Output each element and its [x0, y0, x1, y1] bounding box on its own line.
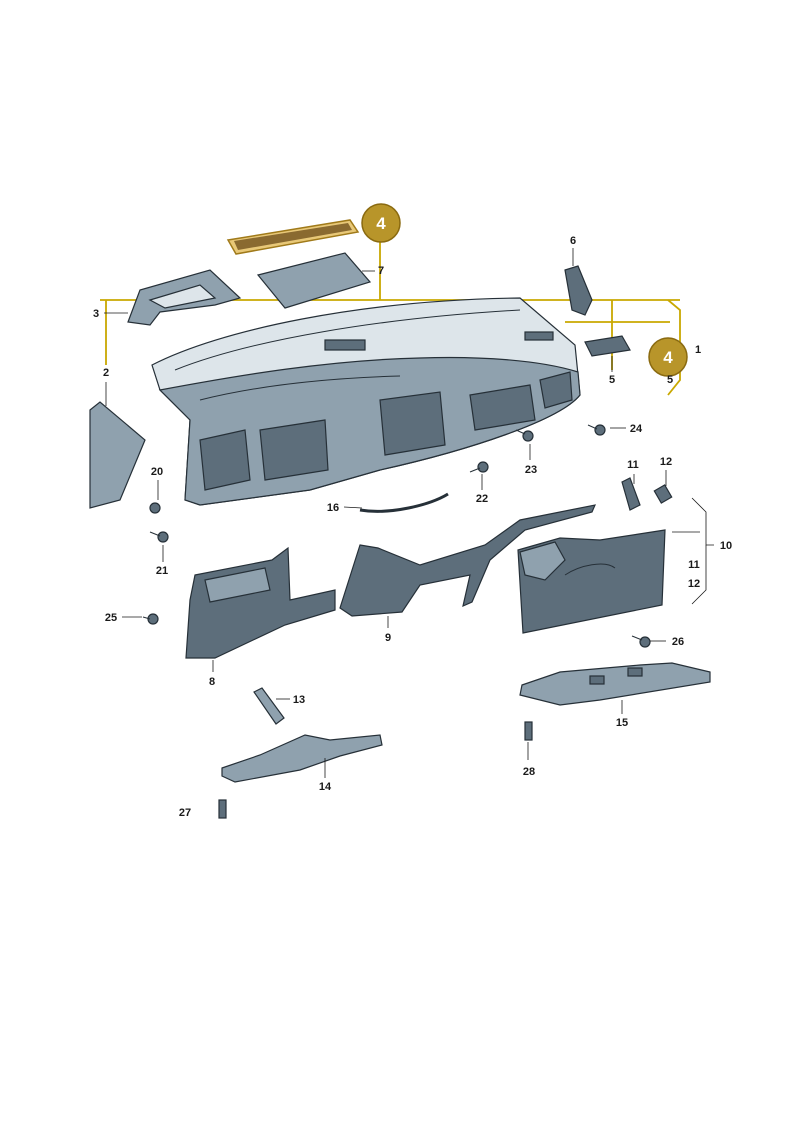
callout-16: 16	[327, 502, 339, 514]
callout-8: 8	[209, 676, 215, 688]
callout-26: 26	[672, 636, 684, 648]
part-lower-left-panel	[185, 546, 336, 659]
part-lower-bracket	[221, 734, 383, 783]
screw-25-icon	[142, 613, 159, 625]
badge-top[interactable]: 4	[361, 203, 401, 243]
callout-24: 24	[630, 423, 643, 435]
callout-21: 21	[156, 565, 168, 577]
callout-labels: 1 2 3 5 5 6 7 8 9 10 11 11 12 12 13 14 1…	[93, 235, 732, 819]
part-grille-upper	[226, 219, 360, 255]
badge-right[interactable]: 4	[648, 337, 688, 377]
callout-3: 3	[93, 308, 99, 320]
part-top-cover	[256, 252, 372, 309]
svg-text:4: 4	[376, 214, 386, 233]
nut-20-icon	[149, 502, 161, 514]
fasteners	[142, 424, 673, 819]
callout-20: 20	[151, 466, 163, 478]
callout-27: 27	[179, 807, 191, 819]
part-trim-strip	[359, 492, 449, 513]
part-left-vent-trim	[127, 269, 242, 326]
callout-13: 13	[293, 694, 305, 706]
clip-13-icon	[253, 687, 285, 725]
callout-5: 5	[609, 374, 615, 386]
callout-1: 1	[695, 344, 701, 356]
callout-11a: 11	[627, 459, 639, 471]
part-right-end-cover	[564, 265, 593, 316]
svg-text:4: 4	[663, 348, 673, 367]
part-center-lower-panel	[339, 504, 597, 617]
callout-14: 14	[319, 781, 332, 793]
part-right-vent	[584, 335, 631, 357]
lock-11-icon	[621, 477, 641, 511]
leader-lines	[104, 248, 714, 778]
callout-11b: 11	[688, 559, 700, 571]
callout-9: 9	[385, 632, 391, 644]
callout-25: 25	[105, 612, 117, 624]
screw-21-icon	[149, 531, 169, 543]
callout-10: 10	[720, 540, 732, 552]
callout-7: 7	[378, 265, 384, 277]
screw-24-icon	[587, 424, 606, 436]
callout-15: 15	[616, 717, 628, 729]
screw-27-icon	[218, 799, 227, 819]
screw-28-icon	[524, 721, 533, 741]
callout-28: 28	[523, 766, 535, 778]
cap-12-icon	[653, 484, 673, 504]
callout-12a: 12	[660, 456, 672, 468]
part-dashboard	[151, 297, 581, 506]
screw-23-icon	[515, 429, 534, 442]
screw-26-icon	[631, 635, 651, 648]
part-glovebox	[517, 529, 666, 634]
callout-23: 23	[525, 464, 537, 476]
screw-22-icon	[469, 461, 489, 473]
part-left-end-panel	[89, 401, 146, 509]
callout-2: 2	[103, 367, 109, 379]
callout-5b: 5	[667, 374, 673, 386]
callout-22: 22	[476, 493, 488, 505]
callout-12b: 12	[688, 578, 700, 590]
callout-6: 6	[570, 235, 576, 247]
part-lower-right-trim	[519, 662, 711, 706]
